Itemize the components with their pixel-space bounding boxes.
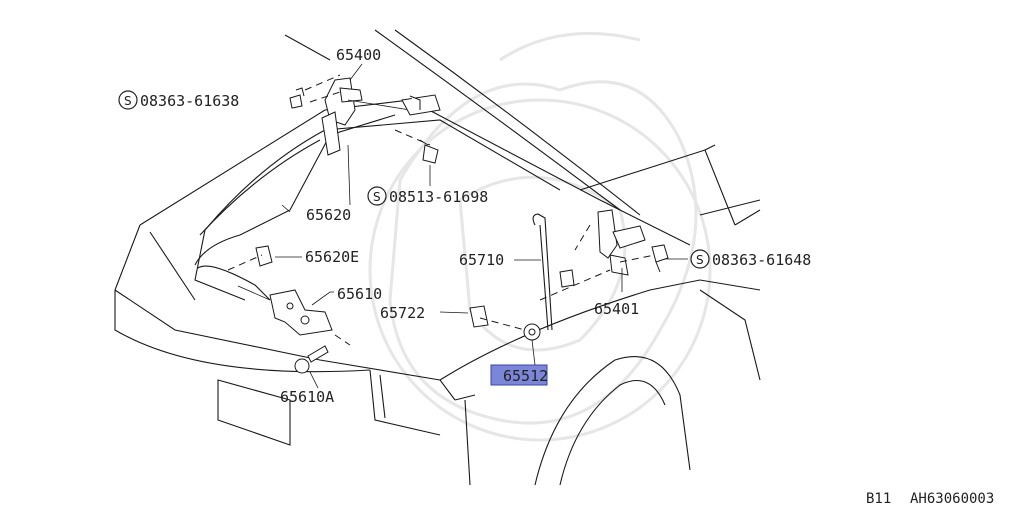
grommet-65512 (523, 323, 541, 341)
clip-65722 (469, 305, 489, 328)
stay-bracket (401, 94, 441, 116)
dashed-lines (227, 74, 656, 346)
svg-text:S: S (124, 94, 132, 108)
svg-text:S: S (696, 253, 704, 267)
label-65610A: 65610A (280, 388, 334, 406)
label-65512-highlight[interactable] (490, 364, 548, 386)
hood-rod (532, 213, 553, 331)
release-cable (194, 114, 396, 301)
lock-65610 (237, 285, 333, 336)
bracket-small (559, 269, 575, 288)
svg-text:S: S (373, 190, 381, 204)
label-08363-61648: 08363-61648 (712, 251, 811, 269)
screw-symbol-1: S (118, 90, 138, 110)
screw-08513-61698 (419, 139, 439, 164)
label-65400: 65400 (336, 46, 381, 64)
screw-08363-61648 (651, 244, 669, 273)
label-65722: 65722 (380, 304, 425, 322)
label-65610: 65610 (337, 285, 382, 303)
cable-clip-65620E (255, 245, 273, 267)
leader-lines (275, 63, 688, 389)
label-65512[interactable]: 65512 (503, 367, 548, 385)
label-65401: 65401 (594, 300, 639, 318)
screw-symbol-2: S (367, 186, 387, 206)
footer-code: AH63060003 (910, 491, 994, 507)
label-65620E: 65620E (305, 248, 359, 266)
label-08363-61638: 08363-61638 (140, 92, 239, 110)
hinge-right-65401 (597, 209, 646, 276)
watermark-emblem (368, 31, 712, 442)
hinge-left-65400 (321, 77, 411, 156)
screw-08363-61638 (289, 87, 305, 109)
footer-model: B11 (866, 491, 891, 507)
bolt-65610A (294, 345, 329, 374)
label-08513-61698: 08513-61698 (389, 188, 488, 206)
label-65620: 65620 (306, 206, 351, 224)
screw-symbol-3: S (690, 249, 710, 269)
label-65710: 65710 (459, 251, 504, 269)
